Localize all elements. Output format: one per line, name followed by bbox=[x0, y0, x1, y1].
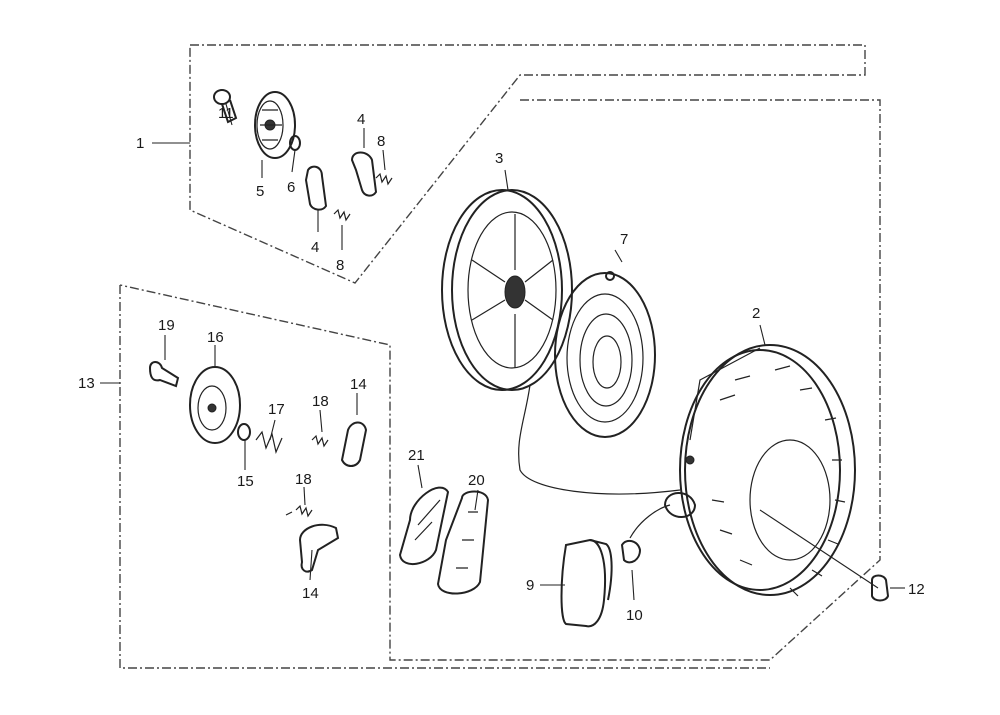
callout-14-upper: 14 bbox=[350, 376, 367, 393]
callout-14-lower: 14 bbox=[302, 585, 319, 602]
boundary-group-13 bbox=[119, 285, 770, 669]
callout-19: 19 bbox=[158, 317, 175, 334]
callout-18-upper: 18 bbox=[312, 393, 329, 410]
callout-7: 7 bbox=[620, 231, 628, 248]
boundary-group-1 bbox=[189, 44, 866, 284]
callout-1: 1 bbox=[136, 135, 144, 152]
callout-12: 12 bbox=[908, 581, 925, 598]
callout-4-upper: 4 bbox=[357, 111, 365, 128]
part-10-rope-retainer bbox=[620, 504, 671, 564]
part-18b-spring bbox=[285, 504, 313, 518]
callout-4-lower: 4 bbox=[311, 239, 319, 256]
callout-8-upper: 8 bbox=[377, 133, 385, 150]
part-15-washer bbox=[237, 423, 251, 441]
group-boundaries bbox=[119, 44, 881, 669]
part-9-handle bbox=[560, 538, 613, 628]
callout-labels: 1 11 5 6 4 8 4 8 3 7 2 13 19 16 17 18 14… bbox=[78, 105, 925, 624]
part-8b-spring bbox=[333, 208, 351, 222]
part-4a-ratchet bbox=[350, 151, 378, 197]
part-19-bolt bbox=[148, 361, 180, 388]
part-16-drum bbox=[189, 366, 241, 444]
callout-6: 6 bbox=[287, 179, 295, 196]
part-3-reel bbox=[441, 189, 681, 495]
part-11-bolt bbox=[213, 89, 238, 124]
callout-13: 13 bbox=[78, 375, 95, 392]
part-14a-ratchet bbox=[340, 421, 368, 467]
callout-10: 10 bbox=[626, 607, 643, 624]
callout-20: 20 bbox=[468, 472, 485, 489]
callout-15: 15 bbox=[237, 473, 254, 490]
part-20-guide bbox=[436, 490, 490, 595]
leader-lines bbox=[100, 103, 905, 601]
callout-5: 5 bbox=[256, 183, 264, 200]
part-18a-spring bbox=[311, 434, 329, 448]
callout-11: 11 bbox=[218, 105, 234, 122]
part-21-guide bbox=[398, 486, 450, 565]
part-12-bolt bbox=[871, 574, 890, 602]
callout-17: 17 bbox=[268, 401, 285, 418]
callout-3: 3 bbox=[495, 150, 503, 167]
callout-8-lower: 8 bbox=[336, 257, 344, 274]
callout-21: 21 bbox=[408, 447, 425, 464]
callout-18-lower: 18 bbox=[295, 471, 312, 488]
part-17-spring bbox=[255, 430, 283, 454]
part-14b-ratchet bbox=[298, 523, 340, 573]
part-8a-spring bbox=[375, 172, 393, 186]
part-6-washer bbox=[289, 135, 301, 151]
part-4b-ratchet bbox=[304, 165, 328, 211]
callout-9: 9 bbox=[526, 577, 534, 594]
part-5-drum bbox=[254, 91, 296, 159]
callout-16: 16 bbox=[207, 329, 224, 346]
part-2-housing bbox=[663, 344, 856, 597]
part-7-spring bbox=[554, 271, 656, 438]
boundary-group-main bbox=[119, 99, 881, 661]
callout-2: 2 bbox=[752, 305, 760, 322]
